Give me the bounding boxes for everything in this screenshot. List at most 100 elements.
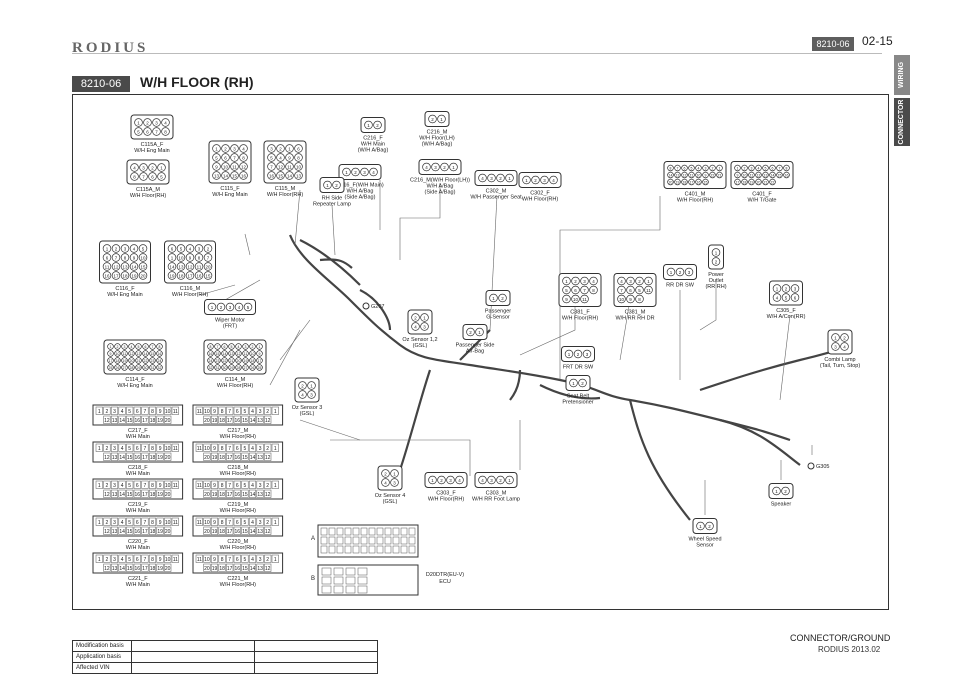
pin [267, 153, 276, 162]
pin-number: 16 [135, 529, 141, 535]
pin [271, 443, 279, 452]
pin [522, 175, 531, 185]
pin [118, 415, 126, 424]
pin [176, 253, 186, 262]
pin [248, 517, 257, 526]
pin [271, 554, 279, 563]
pin-number: 21 [230, 359, 234, 363]
connector-name: C219_F [128, 502, 148, 508]
pin [564, 349, 574, 359]
pin-number: 3 [688, 270, 691, 275]
pin-number: 4 [776, 296, 779, 301]
pin-number: 13 [257, 455, 263, 461]
revision-value [254, 662, 378, 674]
pin-number: 3 [543, 178, 546, 183]
connector-name: C217_F [128, 428, 148, 434]
pin-number: 8 [592, 288, 595, 293]
pin [755, 164, 762, 172]
pin-number: 18 [123, 274, 128, 279]
pin-number: 7 [144, 520, 147, 526]
pin-number: 5 [691, 167, 693, 171]
pin [212, 144, 221, 153]
connector-name: C218_F [128, 465, 148, 471]
pin-number: 17 [690, 181, 694, 185]
pin-number: 8 [221, 557, 224, 563]
pin-number: 5 [638, 288, 641, 293]
pin-number: 24 [209, 359, 213, 363]
pin-number: 7 [270, 165, 273, 170]
pin [294, 171, 303, 180]
connector-desc: Air-Bag [466, 349, 484, 355]
pin-number: 1 [423, 316, 426, 321]
pin [226, 517, 234, 526]
pin [210, 443, 219, 452]
pin-number: 1 [98, 520, 101, 526]
pin [684, 267, 694, 277]
pin-number: 8 [151, 409, 154, 415]
pin [307, 381, 316, 390]
harness-wire [288, 234, 791, 442]
pin-number: 5 [244, 409, 247, 415]
connector-desc: W/H Floor(RH) [130, 193, 167, 199]
pin [582, 349, 592, 359]
tab-wiring[interactable]: WIRING [894, 55, 910, 95]
harness-wire [398, 369, 432, 471]
pin [248, 526, 257, 535]
pin-number: 8 [151, 446, 154, 452]
pin [157, 163, 166, 172]
connector-name: C220_F [128, 539, 148, 545]
pin-number: 1 [431, 478, 434, 483]
pin [156, 526, 164, 535]
pin [148, 172, 157, 181]
pin-number: 2 [534, 178, 537, 183]
pin [705, 521, 714, 531]
pin-number: 11 [690, 174, 694, 178]
pin [336, 536, 344, 545]
pin-number: 7 [228, 409, 231, 415]
pin-number: 13 [112, 492, 118, 498]
pin-number: 2 [266, 520, 269, 526]
ground-point: G207 [362, 302, 384, 310]
pin [207, 343, 214, 350]
pin-number: 1 [478, 330, 481, 335]
pin-number: 28 [237, 366, 241, 370]
pin-number: 19 [123, 359, 127, 363]
pin-number: 3 [490, 478, 493, 483]
pin-number: 7 [217, 345, 219, 349]
pin-number: 4 [133, 247, 136, 252]
pin [233, 526, 241, 535]
pin-number: 18 [219, 529, 225, 535]
pin [156, 343, 163, 350]
pin [256, 517, 264, 526]
pin [134, 127, 143, 136]
pin-number: 17 [142, 492, 148, 498]
pin-number: 3 [259, 409, 262, 415]
pin [233, 489, 241, 498]
pin [336, 527, 344, 536]
ground-icon [807, 462, 815, 470]
connector-name: C116_F [115, 286, 135, 292]
pin [143, 127, 152, 136]
tab-connector[interactable]: CONNECTOR [894, 98, 910, 146]
pin [195, 406, 203, 415]
pin-number: 4 [758, 167, 760, 171]
pin-number: 22 [223, 359, 227, 363]
pin-number: 13 [257, 529, 263, 535]
pin-number: 9 [159, 520, 162, 526]
pin [103, 415, 111, 424]
pin-number: 12 [278, 165, 283, 170]
pin-number: 13 [112, 566, 118, 572]
pin [102, 244, 112, 253]
pin [148, 517, 157, 526]
pin-number: 16 [235, 529, 241, 535]
pin-number: 24 [158, 359, 162, 363]
connector-name: C221_M [227, 576, 248, 582]
connector-desc: W/H Floor(RH) [220, 582, 257, 588]
pin-number: 5 [128, 483, 131, 489]
pin [695, 171, 702, 179]
pin-number: 22 [711, 174, 715, 178]
